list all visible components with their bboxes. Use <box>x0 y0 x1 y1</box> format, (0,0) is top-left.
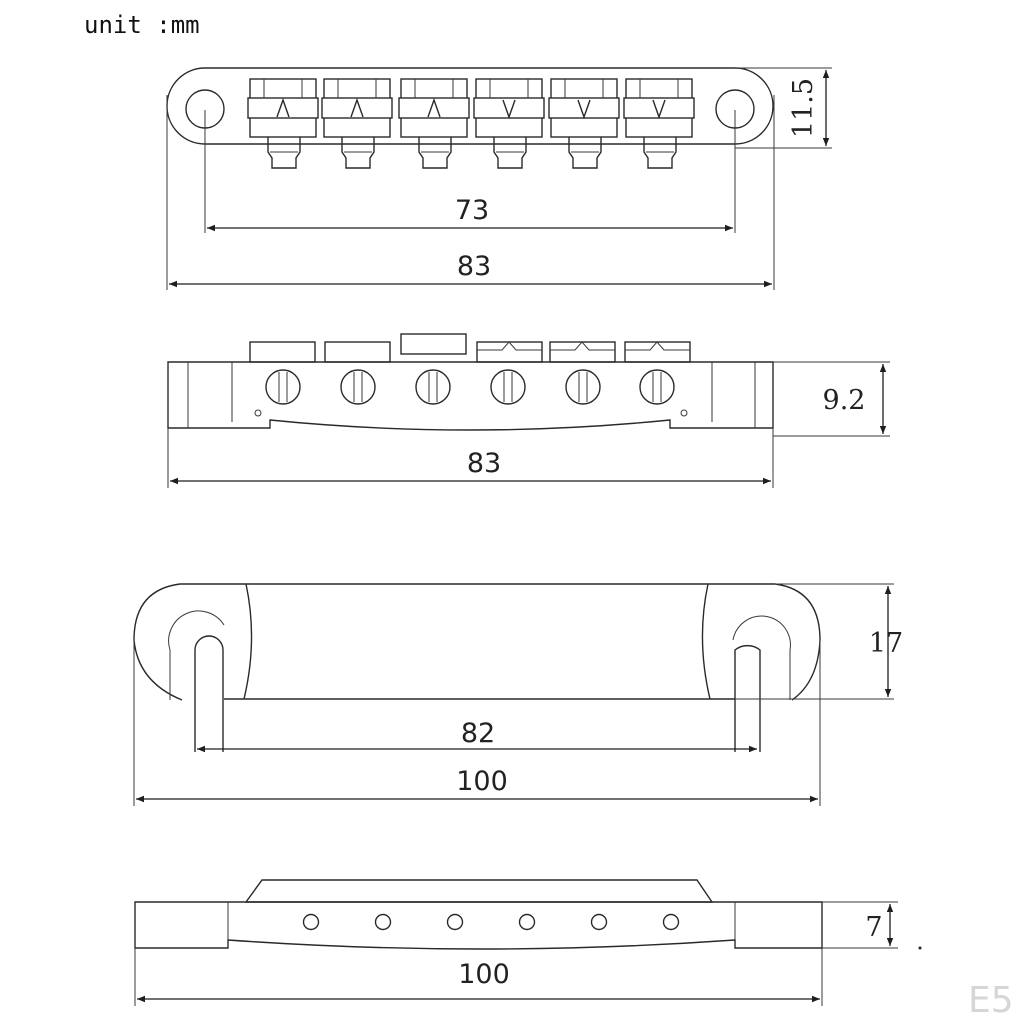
string-hole-2 <box>374 913 392 931</box>
string-hole-4 <box>518 913 536 931</box>
dim-label-9-2: 9.2 <box>823 385 866 416</box>
dim-label-73: 73 <box>455 195 489 226</box>
dim-label-82: 82 <box>461 718 495 749</box>
saddle-top-4 <box>473 78 545 169</box>
dim-label-83-top: 83 <box>457 251 491 282</box>
saddle-front-1 <box>249 341 316 405</box>
saddle-top-6 <box>623 78 695 169</box>
dim-label-11-5: 11.5 <box>788 78 819 138</box>
string-hole-group <box>302 913 680 931</box>
bridge-front-view: 83 9.2 <box>167 333 890 488</box>
saddle-front-4 <box>476 341 543 405</box>
dim-label-7: 7 <box>865 912 882 943</box>
saddle-top-1 <box>247 78 319 169</box>
dim-label-83-front: 83 <box>467 448 501 479</box>
saddle-screw-group <box>249 333 691 405</box>
saddle-front-2 <box>324 341 391 405</box>
dim-label-100-front: 100 <box>458 959 510 990</box>
dim-label-17: 17 <box>869 628 903 659</box>
string-hole-3 <box>446 913 464 931</box>
tailpiece-front-view: 100 7 <box>134 879 922 1006</box>
string-hole-6 <box>662 913 680 931</box>
string-hole-5 <box>590 913 608 931</box>
watermark-label: E5 <box>968 980 1014 1021</box>
saddle-front-6 <box>624 341 691 405</box>
saddle-front-3 <box>400 333 467 405</box>
saddle-top-5 <box>548 78 620 169</box>
saddle-group <box>247 78 695 169</box>
saddle-top-2 <box>321 78 393 169</box>
unit-label: unit :mm <box>84 11 200 39</box>
tailpiece-top-view: 82 100 17 <box>133 583 903 806</box>
saddle-top-3 <box>398 78 470 169</box>
string-hole-1 <box>302 913 320 931</box>
saddle-front-5 <box>549 341 616 405</box>
bridge-top-view: 73 83 11.5 <box>166 67 832 290</box>
dim-label-100-top: 100 <box>456 766 508 797</box>
